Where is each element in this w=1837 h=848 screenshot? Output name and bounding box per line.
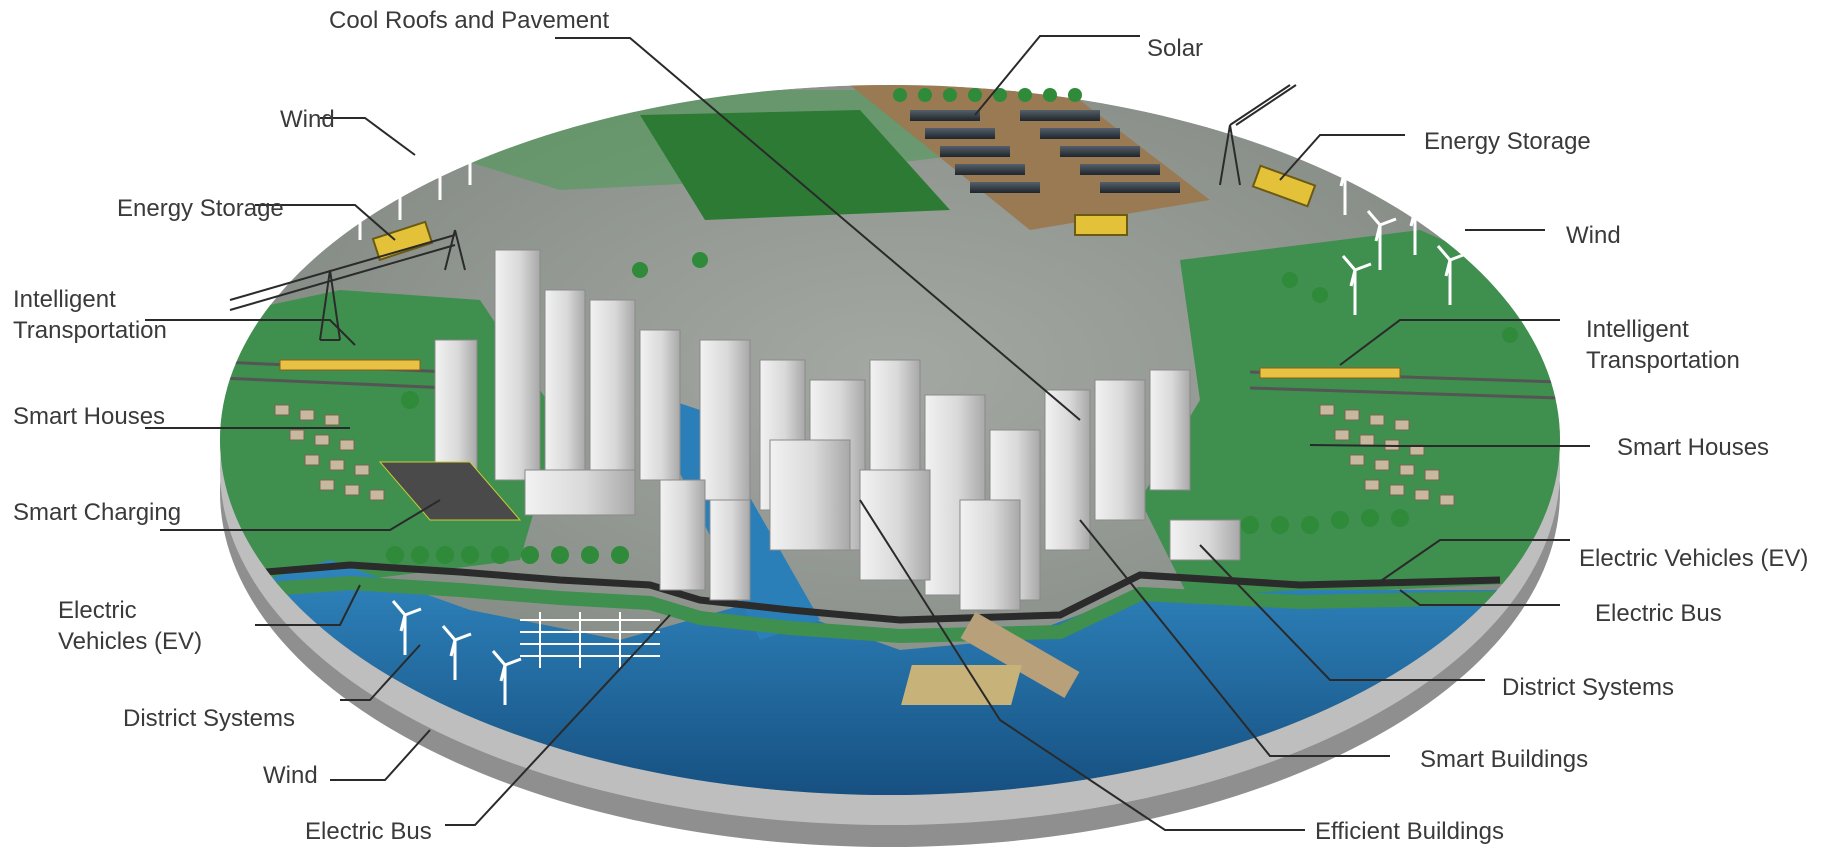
power-lines [229,84,1297,341]
label-wind-southwest: Wind [263,762,318,789]
grass-east [1140,230,1560,600]
label-electric-vehicles-west: Electric Vehicles (EV) [58,597,203,655]
energy-storage-units [371,164,1317,262]
label-wind-northwest: Wind [280,106,335,133]
charging-lot [378,461,522,521]
label-cool-roofs-and-pavement: Cool Roofs and Pavement [329,7,610,34]
label-electric-bus-south: Electric Bus [305,818,432,845]
train-west [279,359,421,371]
solar-farm [910,110,1180,193]
label-smart-houses-west: Smart Houses [13,403,166,430]
marina [520,612,660,668]
river-water [220,560,1560,795]
skyline [434,249,1241,611]
label-smart-buildings: Smart Buildings [1420,746,1589,773]
label-intelligent-transportation-east: Intelligent Transportation [1586,316,1740,374]
pier [960,612,1080,698]
train-east [1259,367,1401,379]
label-solar: Solar [1147,35,1204,62]
shore-road [229,561,1501,624]
park-square [901,665,1022,705]
label-intelligent-transportation-west: Intelligent Transportation [13,286,167,344]
label-wind-east: Wind [1566,222,1621,249]
label-electric-vehicles-east: Electric Vehicles (EV) [1579,545,1809,572]
farm-dirt [850,85,1210,230]
label-electric-bus-east: Electric Bus [1595,600,1722,627]
farm-field [640,110,950,220]
leader-lines [145,35,1590,831]
label-smart-charging: Smart Charging [13,499,182,526]
label-energy-storage-east: Energy Storage [1424,128,1591,155]
label-district-systems-west: District Systems [123,705,296,732]
trees [386,88,1518,564]
shore-grass-band [229,575,1501,644]
label-district-systems-east: District Systems [1502,674,1675,701]
smart-houses-west [274,404,385,501]
label-efficient-buildings: Efficient Buildings [1315,818,1504,845]
label-energy-storage-west: Energy Storage [117,195,284,222]
wind-turbines [346,130,1497,705]
label-smart-houses-east: Smart Houses [1617,434,1770,461]
